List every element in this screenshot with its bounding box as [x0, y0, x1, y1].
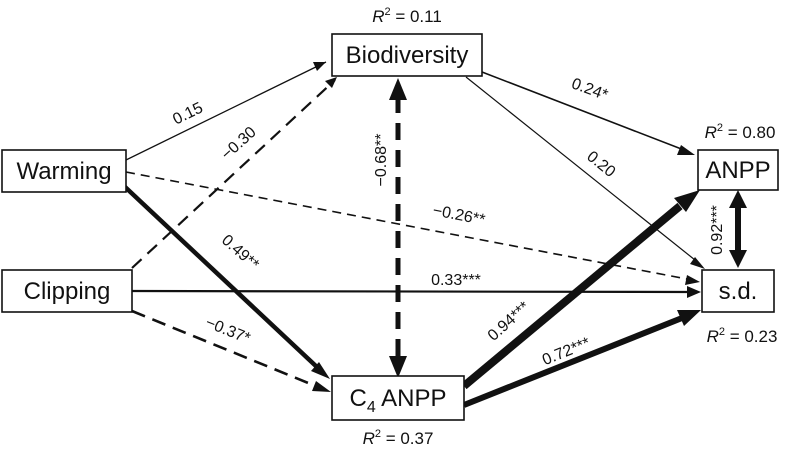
node-anpp-label: ANPP: [705, 157, 770, 184]
node-sd-label: s.d.: [719, 278, 758, 305]
node-c4-anpp-label: C4 ANPP: [350, 385, 447, 416]
coef-biodiversity-anpp: 0.24*: [569, 75, 610, 104]
node-warming-box: [1, 149, 127, 193]
edge-clipping-biodiversity: [131, 79, 336, 269]
node-clipping-box: [1, 269, 133, 313]
edge-warming-sd: [125, 171, 693, 281]
coef-clipping-c4: −0.37*: [203, 314, 253, 347]
edge-clipping-sd: [131, 289, 691, 294]
arrowhead-warming-sd: [685, 275, 700, 285]
node-anpp-box: [697, 149, 779, 191]
r2-anpp: R2 = 0.80: [705, 122, 776, 142]
node-c4-anpp-box: [331, 375, 465, 421]
coef-warming-sd: −0.26**: [431, 202, 486, 229]
r2-biodiversity: R2 = 0.11: [372, 6, 442, 26]
edge-c4-anpp: [461, 202, 683, 390]
edge-clipping-c4: [131, 309, 319, 389]
node-warming-label: Warming: [16, 158, 111, 185]
r2-sd: R2 = 0.23: [707, 326, 778, 346]
arrowhead-anpp-up: [729, 190, 747, 208]
node-sd-box: [701, 269, 775, 313]
arrowhead-c4-sd: [677, 310, 701, 326]
arrowhead-clipping-c4: [312, 381, 331, 392]
node-biodiversity-label: Biodiversity: [346, 42, 469, 69]
coef-biodiversity-sd: 0.20: [583, 148, 618, 181]
node-biodiversity-box: [331, 33, 483, 77]
arrowhead-c4-anpp: [674, 190, 700, 212]
arrowhead-clipping-sd: [687, 286, 701, 298]
arrowhead-biodiversity-anpp: [677, 145, 695, 155]
coef-clipping-biodiversity: −0.30: [218, 124, 260, 164]
coef-anpp-sd: 0.92***: [709, 205, 726, 255]
arrowhead-c4-down: [389, 356, 407, 378]
r2-c4-anpp: R2 = 0.37: [363, 428, 434, 448]
edge-c4-sd: [462, 315, 684, 408]
arrowhead-warming-c4: [311, 362, 330, 379]
arrowhead-sd-down: [729, 250, 747, 268]
edge-warming-c4: [122, 184, 320, 370]
edge-warming-biodiversity: [125, 61, 327, 161]
coef-biodiversity-c4: −0.68**: [373, 134, 390, 187]
arrowhead-clipping-biodiversity: [325, 77, 337, 88]
arrowhead-biodiversity-up: [389, 78, 407, 100]
arrowhead-warming-biodiversity: [313, 62, 326, 71]
coef-clipping-sd: 0.33***: [431, 272, 481, 289]
arrowhead-biodiversity-sd: [690, 257, 705, 269]
coef-warming-c4: 0.49**: [218, 232, 262, 274]
node-clipping-label: Clipping: [24, 278, 111, 305]
edge-biodiversity-sd: [465, 76, 701, 265]
edge-biodiversity-anpp: [481, 71, 685, 151]
